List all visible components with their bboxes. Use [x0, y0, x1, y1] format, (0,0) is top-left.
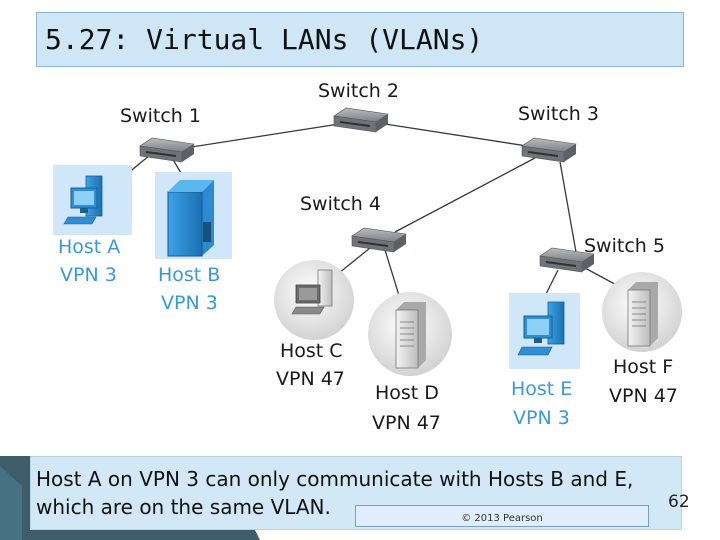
host-c-name: Host C [280, 340, 343, 362]
switch-4 [351, 227, 407, 253]
link-s1-s2 [184, 121, 353, 149]
caption-line-1: Host A on VPN 3 can only communicate wit… [36, 467, 634, 491]
host-f-server-icon [627, 282, 658, 347]
link-s3-s5 [559, 161, 577, 253]
host-d-vlan: VPN 47 [372, 412, 441, 434]
switch-2-label: Switch 2 [318, 80, 399, 102]
host-d-server-icon [395, 302, 426, 369]
host-c-workstation-icon [291, 269, 333, 315]
corner-decoration [0, 456, 260, 540]
host-f-name: Host F [613, 356, 673, 378]
switch-1-label: Switch 1 [120, 105, 201, 127]
host-e-vlan: VPN 3 [513, 407, 570, 429]
caption-line-2: which are on the same VLAN. [36, 495, 331, 519]
host-b-name: Host B [158, 264, 220, 286]
host-b-vlan: VPN 3 [161, 292, 218, 314]
host-e-name: Host E [511, 378, 572, 400]
host-e-workstation-icon [517, 301, 565, 356]
host-a-workstation-icon [63, 175, 103, 225]
title-bar: 5.27: Virtual LANs (VLANs) [36, 12, 684, 67]
switch-3-label: Switch 3 [518, 103, 599, 125]
page-number: 62 [668, 492, 690, 512]
host-b-server-icon [167, 180, 214, 257]
host-d-name: Host D [375, 382, 439, 404]
switch-2 [333, 107, 389, 133]
switch-3 [521, 137, 577, 163]
vlan-network-diagram: Switch 1 Switch 2 Switch 3 Switch 4 Swit… [53, 80, 682, 434]
host-f-vlan: VPN 47 [609, 385, 678, 407]
link-s2-s3 [371, 121, 541, 149]
switch-1 [139, 137, 195, 163]
switch-4-label: Switch 4 [300, 193, 381, 215]
host-a-name: Host A [58, 236, 120, 258]
switch-5 [539, 247, 595, 273]
slide-title: 5.27: Virtual LANs (VLANs) [45, 23, 484, 56]
host-c-vlan: VPN 47 [276, 368, 345, 390]
link-s3-s4 [394, 157, 536, 233]
host-a-vlan: VPN 3 [60, 264, 117, 286]
switch-5-label: Switch 5 [584, 235, 665, 257]
copyright-credit: © 2013 Pearson [355, 505, 649, 527]
